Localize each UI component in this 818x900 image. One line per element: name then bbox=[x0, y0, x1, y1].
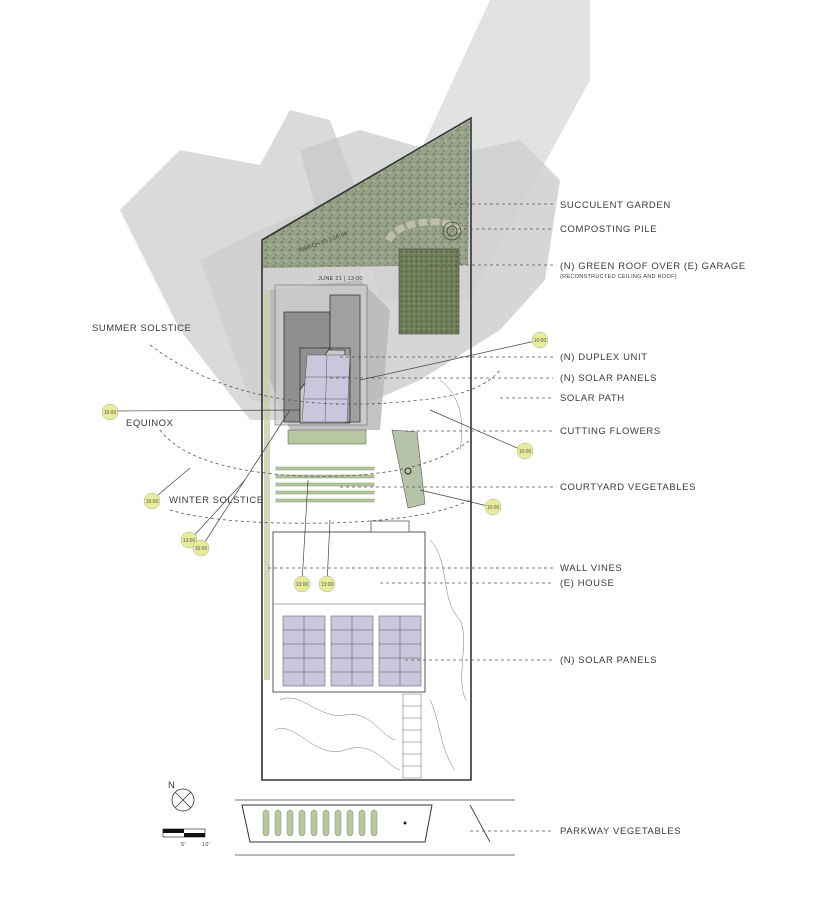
north-arrow: N bbox=[168, 780, 195, 812]
label-summer-solstice: SUMMER SOLSTICE bbox=[92, 323, 191, 334]
front-stairs bbox=[402, 693, 422, 779]
sun-marker: 10:00 bbox=[484, 498, 502, 516]
sun-markers: 10:00 16:00 10:00 16:00 10:00 13:00 16:0… bbox=[101, 331, 549, 593]
scale-ten: 10' bbox=[202, 842, 210, 848]
svg-text:13:00: 13:00 bbox=[296, 582, 309, 588]
cutting-flowers-bed bbox=[287, 429, 367, 445]
label-equinox: EQUINOX bbox=[126, 418, 173, 429]
equinox-arc bbox=[159, 429, 471, 477]
label-green-roof-sub: (RECONSTRUCTED CEILING AND ROOF) bbox=[560, 274, 677, 280]
sun-marker: 16:00 bbox=[101, 403, 119, 421]
scale-bar: 5' 10' bbox=[162, 828, 210, 848]
svg-text:16:00: 16:00 bbox=[104, 410, 117, 416]
sun-marker: 16:00 bbox=[192, 539, 210, 557]
succulent-garden-area bbox=[263, 120, 470, 268]
svg-text:10:00: 10:00 bbox=[519, 449, 532, 455]
label-solar-panels-upper: (N) SOLAR PANELS bbox=[560, 373, 657, 384]
duplex-unit bbox=[274, 284, 368, 426]
courtyard-vegetables bbox=[275, 466, 375, 503]
sun-marker: 10:00 bbox=[516, 442, 534, 460]
svg-text:16:00: 16:00 bbox=[146, 499, 159, 505]
north-label: N bbox=[168, 780, 175, 791]
label-parkway-vegetables: PARKWAY VEGETABLES bbox=[560, 826, 681, 837]
label-house: (E) HOUSE bbox=[560, 578, 615, 589]
scale-five: 5' bbox=[181, 842, 186, 848]
wall-vines bbox=[264, 290, 270, 680]
sun-marker: 13:00 bbox=[180, 531, 198, 549]
label-courtyard-vegetables: COURTYARD VEGETABLES bbox=[560, 482, 696, 493]
svg-text:10:00: 10:00 bbox=[534, 338, 547, 344]
solar-paths bbox=[149, 344, 501, 524]
svg-text:13:00: 13:00 bbox=[183, 538, 196, 544]
labels: SUCCULENT GARDEN COMPOSTING PILE (N) GRE… bbox=[560, 200, 746, 837]
courtyard-planter bbox=[391, 429, 426, 509]
sun-marker: 16:00 bbox=[143, 492, 161, 510]
shadow-note-june: JUNE 21 | 13:00 bbox=[318, 276, 363, 282]
property-boundary bbox=[261, 116, 472, 781]
svg-text:13:00: 13:00 bbox=[321, 582, 334, 588]
green-roof-garage bbox=[398, 248, 460, 335]
summer-solstice-arc bbox=[149, 344, 501, 405]
sun-lines bbox=[116, 339, 541, 585]
leader-lines bbox=[268, 203, 553, 832]
label-composting-pile: COMPOSTING PILE bbox=[560, 224, 657, 235]
solar-panels-house bbox=[282, 615, 422, 687]
label-green-roof: (N) GREEN ROOF OVER (E) GARAGE bbox=[560, 261, 746, 272]
label-cutting-flowers: CUTTING FLOWERS bbox=[560, 426, 661, 437]
solar-panels-duplex bbox=[301, 354, 351, 423]
label-duplex-unit: (N) DUPLEX UNIT bbox=[560, 352, 648, 363]
sun-marker: 10:00 bbox=[531, 331, 549, 349]
sun-marker: 13:00 bbox=[293, 575, 311, 593]
svg-text:10:00: 10:00 bbox=[487, 505, 500, 511]
label-solar-path: SOLAR PATH bbox=[560, 393, 625, 404]
parkway-planter bbox=[241, 804, 433, 843]
label-solar-panels-lower: (N) SOLAR PANELS bbox=[560, 655, 657, 666]
label-wall-vines: WALL VINES bbox=[560, 563, 622, 574]
label-succulent-garden: SUCCULENT GARDEN bbox=[560, 200, 671, 211]
svg-text:16:00: 16:00 bbox=[195, 546, 208, 552]
topography bbox=[274, 379, 467, 771]
composting-pile bbox=[385, 218, 465, 243]
sun-marker: 13:00 bbox=[318, 575, 336, 593]
parkway-vegetables bbox=[262, 809, 378, 837]
label-winter-solstice: WINTER SOLSTICE bbox=[169, 495, 264, 506]
